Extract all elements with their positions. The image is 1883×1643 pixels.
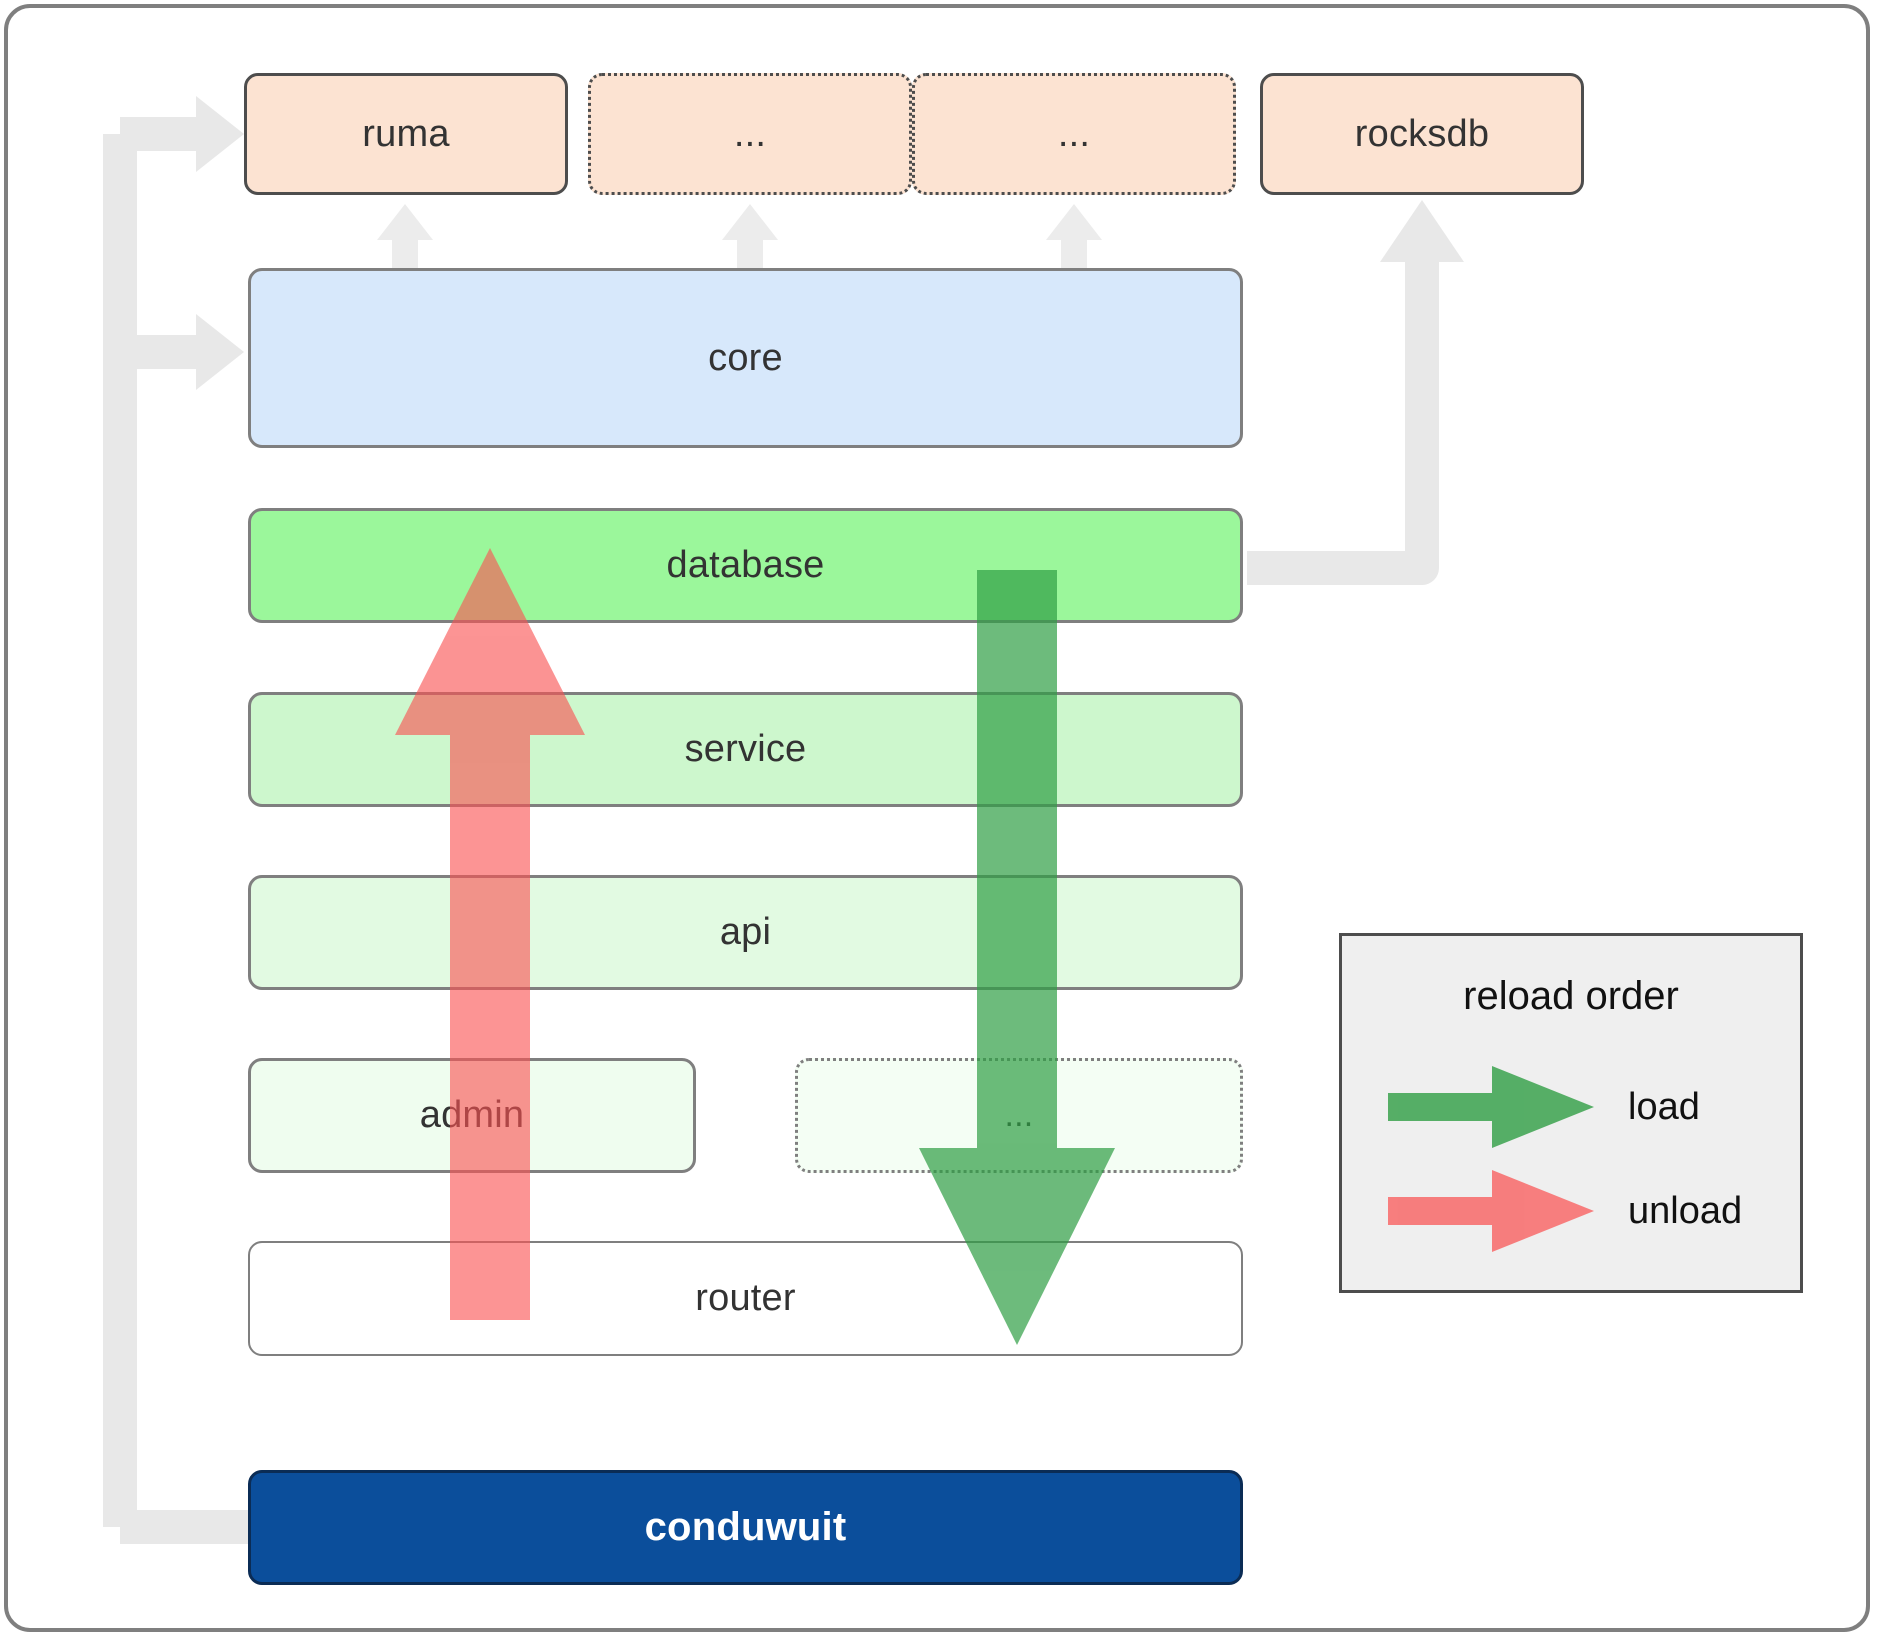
load-arrow-swatch: [1388, 1064, 1602, 1150]
node-router-label: router: [695, 1277, 796, 1319]
node-core-label: core: [708, 336, 783, 379]
node-dots-a[interactable]: ...: [588, 73, 912, 195]
node-conduwuit[interactable]: conduwuit: [248, 1470, 1243, 1585]
node-router[interactable]: router: [248, 1241, 1243, 1356]
node-admin-label: admin: [419, 1094, 525, 1136]
node-ruma[interactable]: ruma: [244, 73, 568, 195]
node-rocksdb[interactable]: rocksdb: [1260, 73, 1584, 195]
node-admin[interactable]: admin: [248, 1058, 696, 1173]
node-dots-b-label: ...: [1057, 112, 1091, 155]
node-dots-b[interactable]: ...: [912, 73, 1236, 195]
legend-row-load: load: [1342, 1064, 1800, 1150]
node-database[interactable]: database: [248, 508, 1243, 623]
legend-row-unload: unload: [1342, 1168, 1800, 1254]
node-api-label: api: [719, 911, 772, 953]
node-dots-a-label: ...: [733, 112, 767, 155]
node-dots-c[interactable]: ...: [795, 1058, 1243, 1173]
legend-label-load: load: [1628, 1085, 1700, 1128]
legend-box: reload order load: [1339, 933, 1803, 1293]
node-conduwuit-label: conduwuit: [644, 1505, 847, 1549]
node-service-label: service: [684, 728, 807, 770]
node-core[interactable]: core: [248, 268, 1243, 448]
node-dots-c-label: ...: [1004, 1096, 1034, 1134]
legend-label-unload: unload: [1628, 1189, 1743, 1232]
node-ruma-label: ruma: [362, 112, 450, 155]
node-rocksdb-label: rocksdb: [1354, 112, 1490, 155]
node-api[interactable]: api: [248, 875, 1243, 990]
legend-title: reload order: [1463, 974, 1679, 1018]
node-service[interactable]: service: [248, 692, 1243, 807]
diagram-frame: [4, 4, 1870, 1632]
node-database-label: database: [666, 544, 825, 586]
unload-arrow-swatch: [1388, 1168, 1602, 1254]
